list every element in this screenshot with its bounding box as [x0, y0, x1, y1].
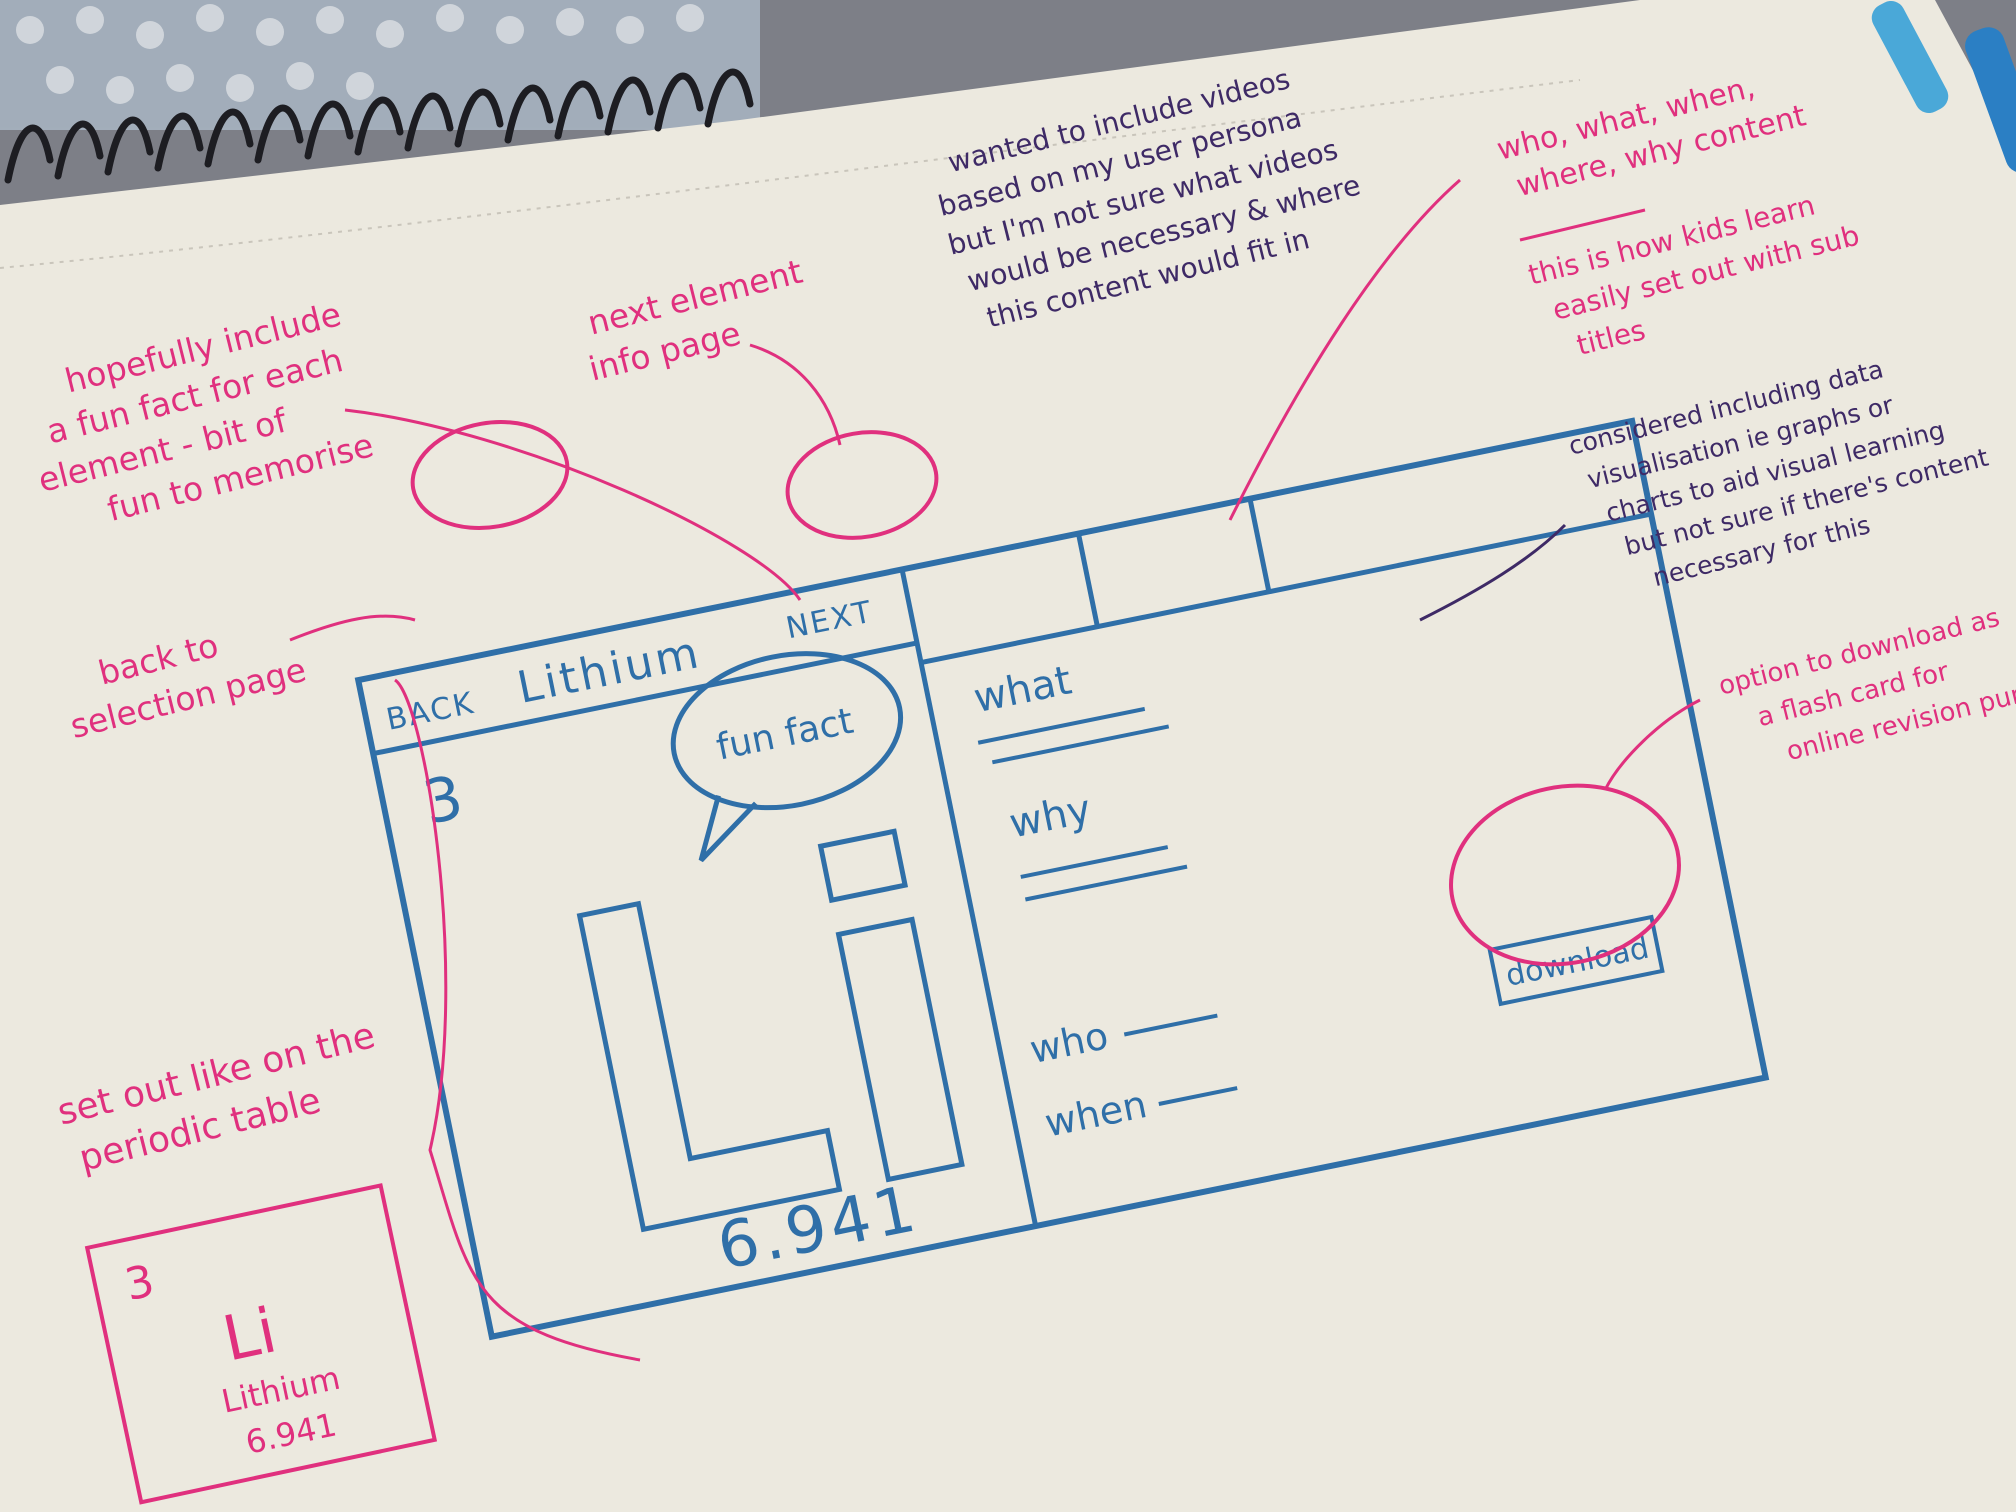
panel-divider [899, 568, 1039, 1227]
data-vis-connector [1419, 523, 1567, 622]
periodic-tile-box [84, 1183, 438, 1505]
header-divider [372, 640, 918, 757]
wireframe-frame [354, 417, 1770, 1341]
spiral-binding-icon [4, 68, 754, 184]
tab-separator-1 [1076, 533, 1100, 628]
back-connector [289, 614, 416, 642]
what-line-2 [991, 724, 1170, 765]
when-line [1158, 1086, 1238, 1106]
tab-separator-2 [1247, 498, 1272, 593]
perforation-line [0, 79, 1581, 269]
fun-fact-connector [344, 408, 802, 601]
fabric-pattern [0, 0, 760, 130]
content-connector [1228, 178, 1461, 521]
pink-highlights [410, 420, 1681, 967]
download-highlight-circle [1449, 783, 1681, 967]
next-highlight-circle [785, 430, 939, 540]
element-symbol-outline [576, 828, 965, 1233]
what-line-1 [977, 706, 1146, 745]
download-button[interactable] [1487, 914, 1665, 1007]
next-connector [749, 343, 842, 446]
marker-pen-icon [1871, 0, 2016, 173]
back-highlight-circle [410, 420, 570, 530]
download-connector [1603, 698, 1701, 791]
who-line [1123, 1013, 1218, 1037]
layout-brace [394, 678, 641, 1362]
speech-bubble-icon [670, 651, 904, 863]
content-divider [1519, 208, 1646, 242]
why-line-2 [1024, 864, 1188, 902]
why-line-1 [1020, 845, 1169, 879]
tabs-divider [920, 511, 1652, 666]
pink-connectors [289, 178, 1701, 1362]
